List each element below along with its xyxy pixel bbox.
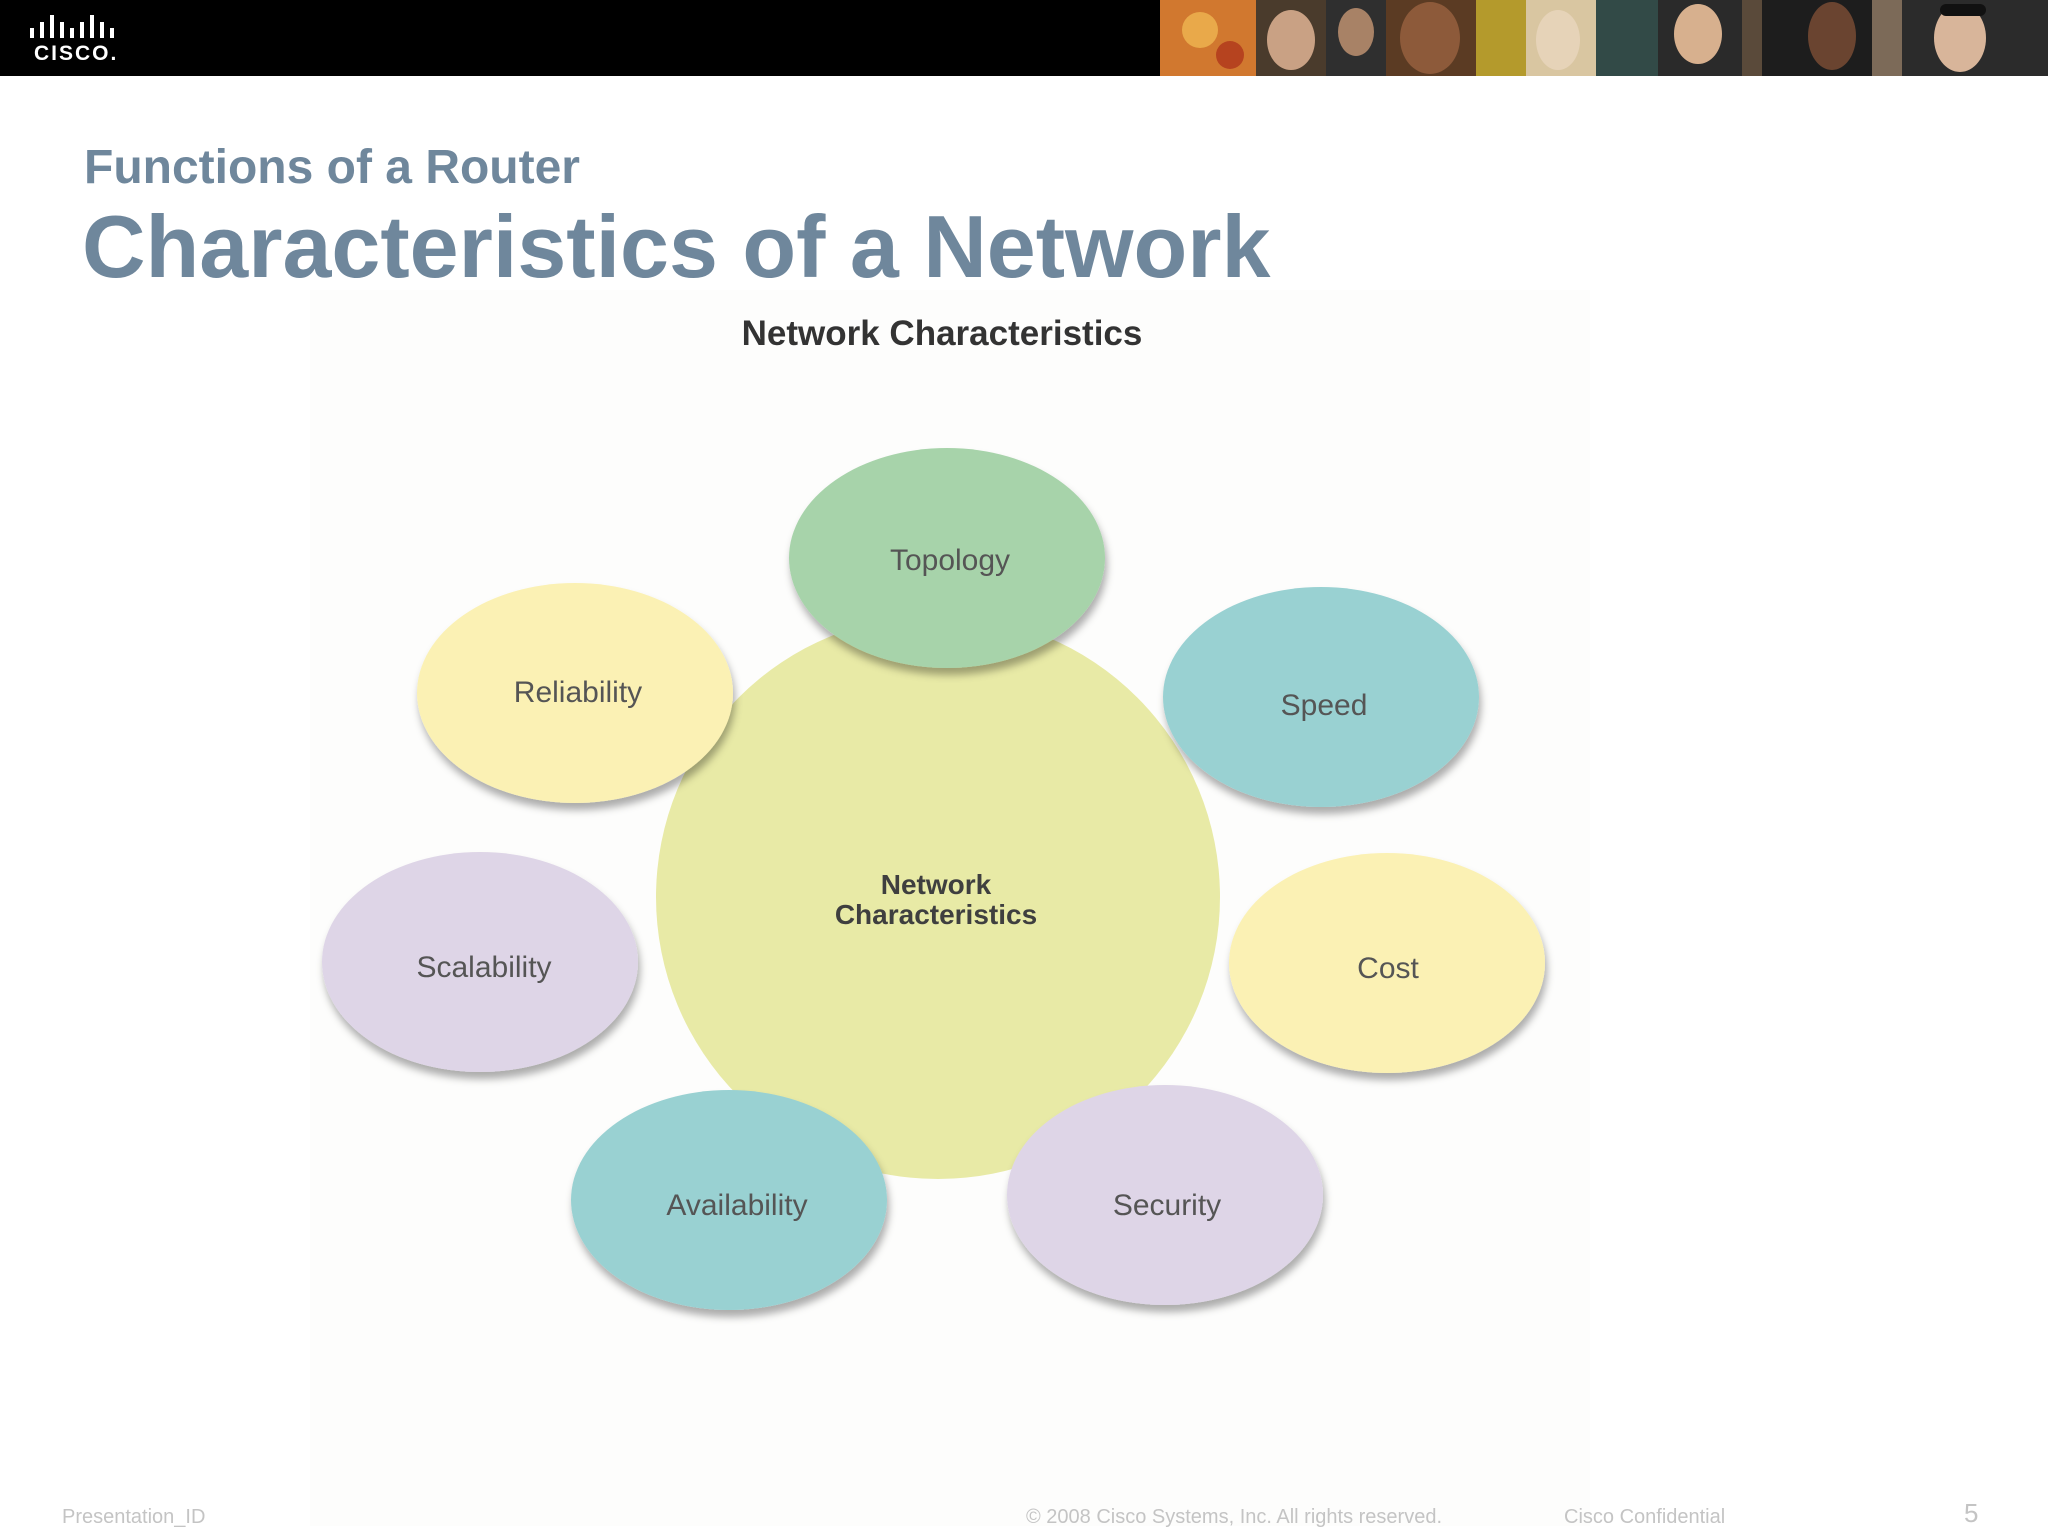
node-cost-bubble	[1229, 853, 1545, 1073]
center-label-line-1: Network	[881, 869, 992, 900]
header-photo-strip	[1160, 0, 2048, 76]
cisco-bars-icon	[30, 15, 114, 38]
slide-subtitle: Functions of a Router	[84, 141, 580, 194]
node-scalability-label: Scalability	[416, 951, 551, 984]
slide-title: Characteristics of a Network	[82, 197, 1271, 296]
node-speed-bubble	[1163, 587, 1479, 807]
cisco-logo-text: CISCO.	[34, 42, 119, 65]
footer-confidential: Cisco Confidential	[1564, 1506, 1726, 1528]
node-cost-label: Cost	[1357, 952, 1419, 985]
node-security-label: Security	[1113, 1189, 1221, 1222]
footer-presentation-id: Presentation_ID	[62, 1506, 206, 1528]
footer-copyright: © 2008 Cisco Systems, Inc. All rights re…	[1026, 1506, 1443, 1528]
node-topology-label: Topology	[890, 544, 1010, 577]
node-reliability-label: Reliability	[514, 676, 642, 709]
node-topology-bubble	[789, 448, 1105, 668]
node-reliability-bubble	[417, 583, 733, 803]
node-speed-label: Speed	[1281, 689, 1368, 722]
center-label-line-2: Characteristics	[835, 899, 1037, 930]
node-scalability-bubble	[322, 852, 638, 1072]
diagram-heading: Network Characteristics	[742, 314, 1143, 353]
center-circle	[656, 615, 1220, 1179]
node-availability-bubble	[571, 1090, 887, 1310]
page-number: 5	[1964, 1498, 1979, 1528]
cisco-logo: CISCO.	[28, 12, 119, 65]
node-security-bubble	[1007, 1085, 1323, 1305]
header-bar: CISCO.	[0, 0, 2048, 76]
node-availability-label: Availability	[666, 1189, 807, 1222]
